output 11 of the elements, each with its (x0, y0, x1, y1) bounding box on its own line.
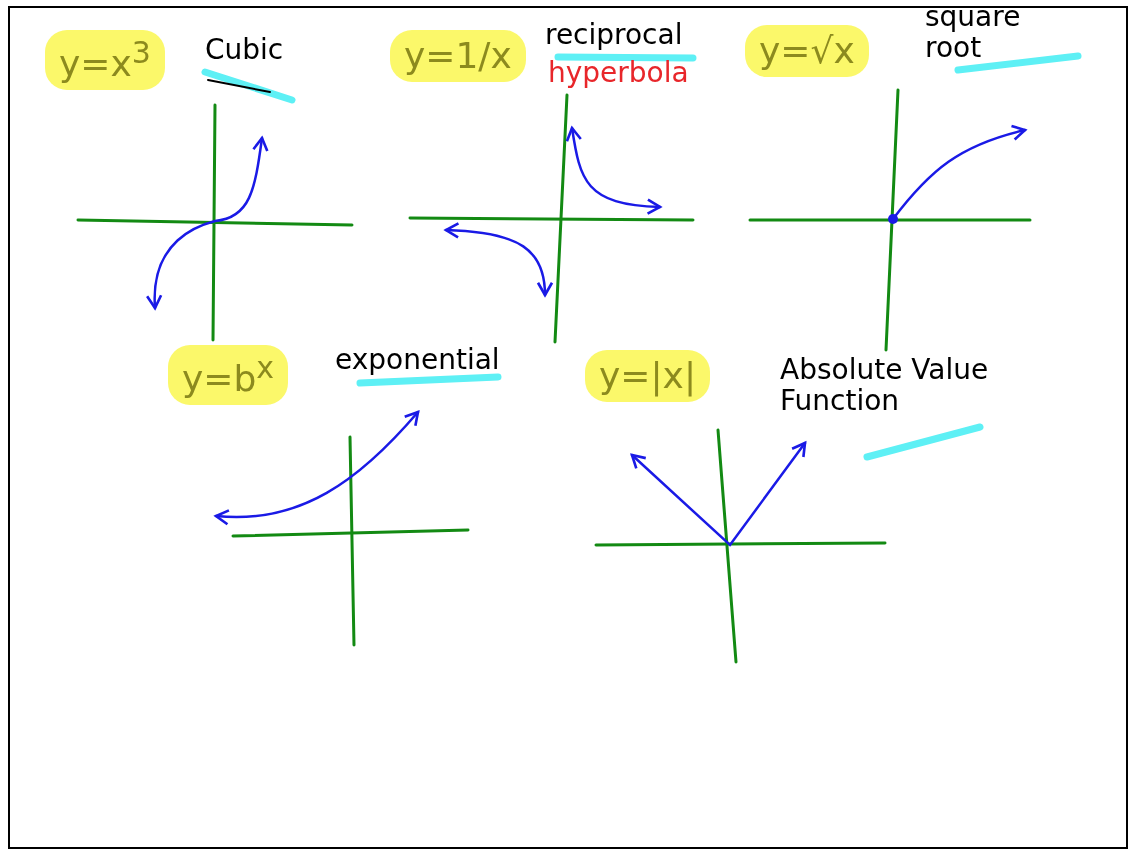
function-name: Cubic (205, 35, 284, 66)
cubic-equation: y=x$^{3}$ (45, 30, 165, 90)
absolute-value-equation: y=|x| (585, 350, 711, 402)
function-name: exponential (335, 345, 500, 376)
square-root-equation: y=√x (745, 25, 869, 77)
reciprocal-equation: y=1/x (390, 30, 526, 82)
function-name: square root (925, 2, 1022, 64)
function-name: reciprocal (545, 20, 683, 51)
exponential-equation: y=b$^{x}$ (168, 345, 289, 405)
function-name: Absolute Value Function (780, 355, 990, 417)
function-name: hyperbola (548, 58, 689, 89)
